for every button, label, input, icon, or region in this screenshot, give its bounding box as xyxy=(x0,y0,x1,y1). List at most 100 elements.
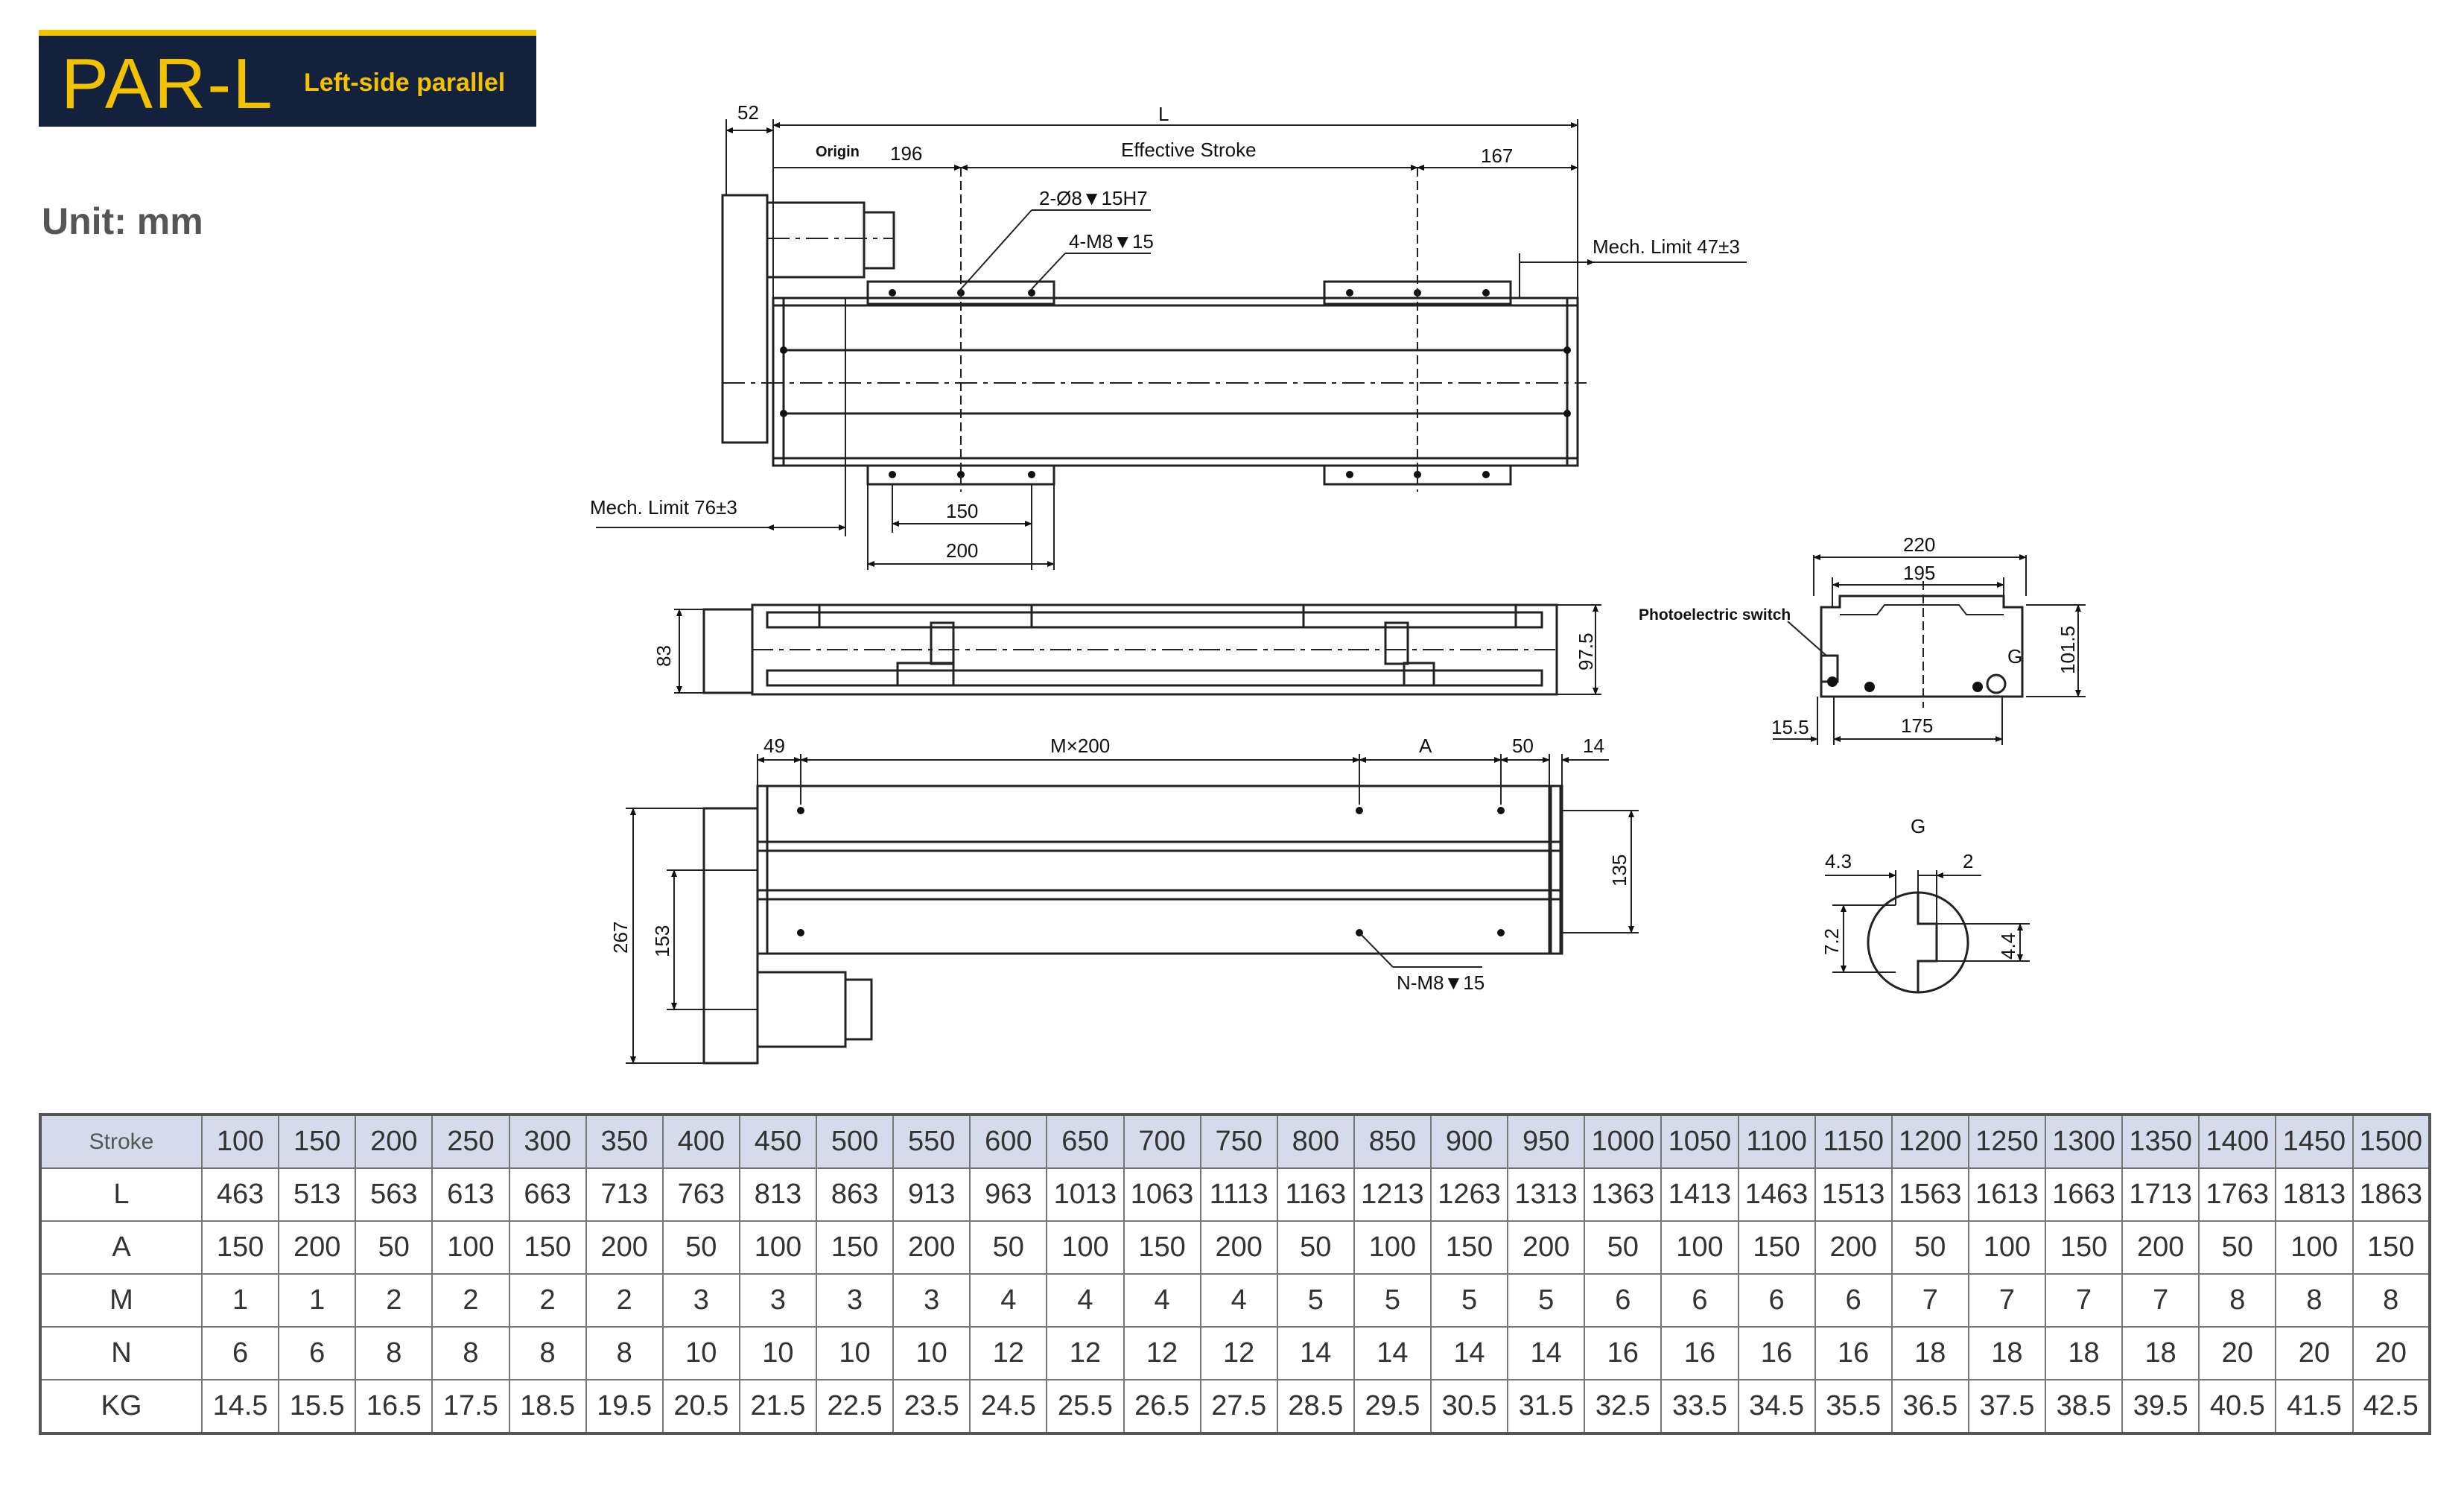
dim-150: 150 xyxy=(946,500,978,522)
table-cell: 14.5 xyxy=(200,1379,280,1434)
table-cell: 150 xyxy=(278,1114,357,1169)
motor-body xyxy=(766,201,866,279)
table-cell: 6 xyxy=(278,1326,357,1380)
table-cell: 38.5 xyxy=(2044,1379,2124,1434)
table-cell: 963 xyxy=(969,1167,1048,1222)
table-cell: 150 xyxy=(2352,1220,2430,1275)
table-cell: 26.5 xyxy=(1123,1379,1201,1434)
table-cell: 900 xyxy=(1429,1114,1509,1169)
table-cell: 35.5 xyxy=(1814,1379,1893,1434)
table-cell: 200 xyxy=(1199,1220,1278,1275)
table-cell: 1813 xyxy=(2275,1167,2354,1222)
table-cell: 100 xyxy=(738,1220,818,1275)
table-cell: 7 xyxy=(2044,1273,2124,1328)
mech-limit-right: Mech. Limit 47±3 xyxy=(1593,235,1740,258)
table-cell: 200 xyxy=(355,1114,434,1169)
table-cell: 200 xyxy=(892,1220,971,1275)
table-cell: 14 xyxy=(1507,1326,1586,1380)
table-cell: 50 xyxy=(661,1220,740,1275)
table-cell: 1150 xyxy=(1814,1114,1893,1169)
table-cell: 31.5 xyxy=(1507,1379,1586,1434)
table-cell: 10 xyxy=(815,1326,895,1380)
detail-g xyxy=(1825,870,2030,994)
table-cell: 200 xyxy=(278,1220,357,1275)
table-cell: 6 xyxy=(1737,1273,1816,1328)
table-cell: 1450 xyxy=(2275,1114,2354,1169)
table-cell: 1063 xyxy=(1123,1167,1201,1222)
table-cell: 150 xyxy=(1737,1220,1816,1275)
table-cell: 763 xyxy=(661,1167,740,1222)
dim-135: 135 xyxy=(1608,855,1631,887)
dim-200: 200 xyxy=(946,539,978,562)
dim-175: 175 xyxy=(1901,714,1933,737)
table-cell: 613 xyxy=(431,1167,510,1222)
table-cell: 563 xyxy=(355,1167,434,1222)
table-cell: 800 xyxy=(1276,1114,1355,1169)
bottom-view xyxy=(626,754,1639,1065)
table-cell: 750 xyxy=(1199,1114,1278,1169)
table-cell: 1313 xyxy=(1507,1167,1586,1222)
table-cell: 3 xyxy=(738,1273,818,1328)
table-cell: 1 xyxy=(200,1273,280,1328)
table-cell: 10 xyxy=(892,1326,971,1380)
table-cell: 50 xyxy=(969,1220,1048,1275)
dim-52: 52 xyxy=(737,101,759,124)
table-cell: 8 xyxy=(2198,1273,2277,1328)
table-cell: 40.5 xyxy=(2198,1379,2277,1434)
table-cell: 19.5 xyxy=(585,1379,664,1434)
table-cell: 1050 xyxy=(1660,1114,1739,1169)
table-cell: 1 xyxy=(278,1273,357,1328)
dim-97-5: 97.5 xyxy=(1575,633,1597,670)
side-view xyxy=(674,603,1601,696)
table-cell: 863 xyxy=(815,1167,895,1222)
table-cell: 1563 xyxy=(1890,1167,1969,1222)
table-cell: 550 xyxy=(892,1114,971,1169)
table-cell: 600 xyxy=(969,1114,1048,1169)
model-header: PAR-L Left-side parallel xyxy=(39,30,536,127)
table-cell: 1463 xyxy=(1737,1167,1816,1222)
row-label: N xyxy=(39,1326,203,1380)
dim-83: 83 xyxy=(652,645,675,667)
photo-switch-left xyxy=(930,621,955,665)
table-cell: 12 xyxy=(969,1326,1048,1380)
row-label: KG xyxy=(39,1379,203,1434)
dim-153: 153 xyxy=(651,925,673,957)
table-cell: 6 xyxy=(200,1326,280,1380)
table-cell: 42.5 xyxy=(2352,1379,2430,1434)
table-cell: 50 xyxy=(1276,1220,1355,1275)
technical-drawing: 52 L Origin 196 Effective Stroke 167 2-Ø… xyxy=(590,101,2086,1065)
table-cell: 200 xyxy=(585,1220,664,1275)
dim-267: 267 xyxy=(609,922,632,954)
table-cell: 5 xyxy=(1429,1273,1509,1328)
table-cell: 30.5 xyxy=(1429,1379,1509,1434)
table-cell: 713 xyxy=(585,1167,664,1222)
table-cell: 450 xyxy=(738,1114,818,1169)
row-label: Stroke xyxy=(39,1114,203,1169)
table-cell: 8 xyxy=(508,1326,587,1380)
table-cell: 1513 xyxy=(1814,1167,1893,1222)
table-cell: 12 xyxy=(1199,1326,1278,1380)
table-cell: 150 xyxy=(1429,1220,1509,1275)
table-cell: 20 xyxy=(2198,1326,2277,1380)
end-view-labels: 220 195 Photoelectric switch G 101.5 15.… xyxy=(1639,533,2079,738)
table-cell: 2 xyxy=(355,1273,434,1328)
table-cell: 650 xyxy=(1046,1114,1125,1169)
table-cell: 50 xyxy=(1890,1220,1969,1275)
table-cell: 1713 xyxy=(2121,1167,2200,1222)
table-cell: 10 xyxy=(661,1326,740,1380)
table-cell: 14 xyxy=(1353,1326,1432,1380)
table-cell: 1863 xyxy=(2352,1167,2430,1222)
dim-7-2: 7.2 xyxy=(1820,928,1843,955)
table-cell: 16 xyxy=(1584,1326,1663,1380)
table-cell: 33.5 xyxy=(1660,1379,1739,1434)
detail-g-title: G xyxy=(1911,815,1925,837)
mech-limit-left: Mech. Limit 76±3 xyxy=(590,496,737,519)
table-cell: 100 xyxy=(1353,1220,1432,1275)
dim-167: 167 xyxy=(1481,145,1513,167)
table-cell: 250 xyxy=(431,1114,510,1169)
table-cell: 200 xyxy=(1507,1220,1586,1275)
